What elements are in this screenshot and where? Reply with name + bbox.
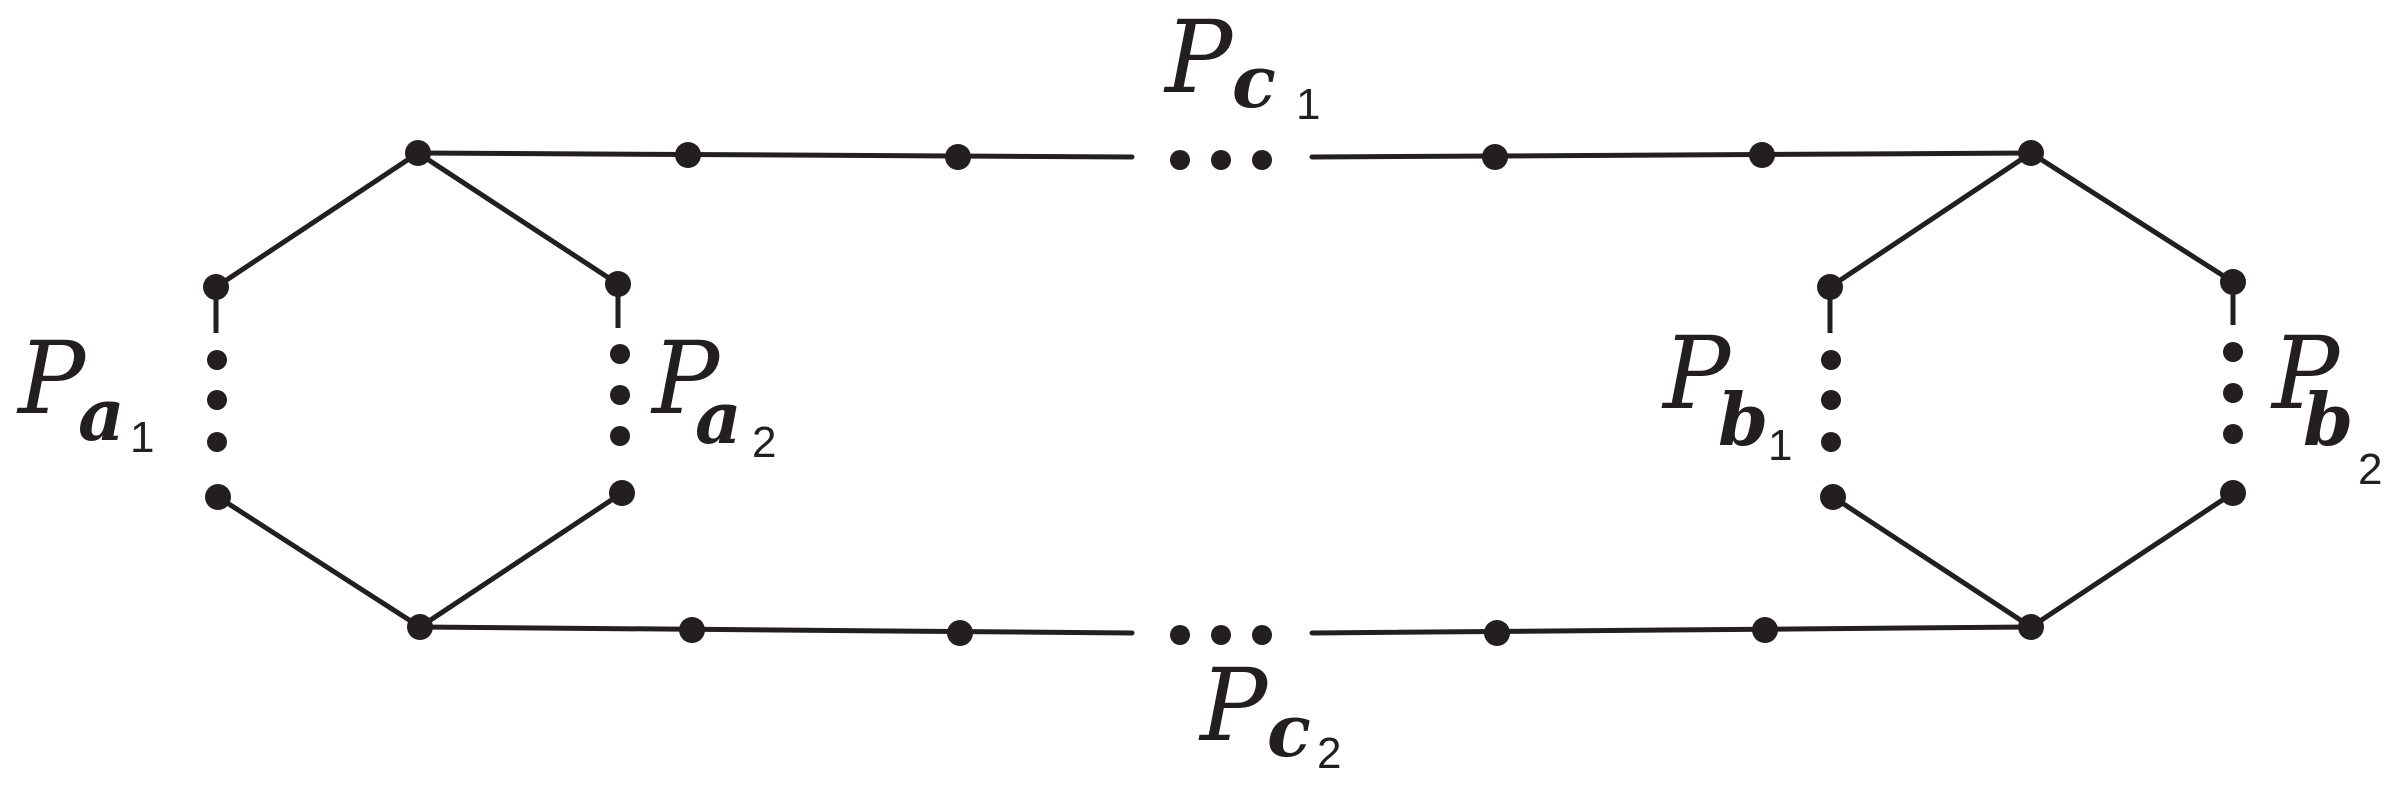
vertex-pb2-top: [2220, 269, 2246, 295]
vertex-top-right-hub: [2018, 140, 2044, 166]
vertex-top-3: [1482, 144, 1508, 170]
ellipsis-dot: [1252, 150, 1272, 170]
ellipsis-dot: [610, 344, 630, 364]
vertex-pa1-bottom: [205, 484, 231, 510]
ellipsis-pb1: [1821, 350, 1841, 452]
edge-left-hex-bottom-a2: [417, 490, 625, 630]
edge-top-left: [415, 150, 1135, 160]
vertex-bottom-left-hub: [407, 614, 433, 640]
vertex-pb1-bottom: [1820, 484, 1846, 510]
vertices: [203, 140, 2246, 646]
label-pa2-index: 2: [752, 418, 776, 467]
ellipsis-dot: [2223, 342, 2243, 362]
vertex-top-2: [945, 144, 971, 170]
label-pb2-main: P: [2270, 315, 2341, 432]
label-pb2: P b 2: [2270, 315, 2382, 494]
ellipsis-dot: [1252, 625, 1272, 645]
vertex-bottom-2: [947, 620, 973, 646]
ellipsis-dot: [1170, 150, 1190, 170]
vertex-bottom-3: [1484, 620, 1510, 646]
label-pb2-sub: b: [2303, 377, 2353, 462]
ellipsis-dot: [610, 426, 630, 446]
label-pc1-main: P: [1163, 0, 1234, 116]
vertex-bottom-1: [679, 617, 705, 643]
edge-right-hex-top-b2: [2028, 150, 2236, 285]
label-pc2-sub: c: [1267, 688, 1311, 773]
ellipsis-dot: [1170, 625, 1190, 645]
ellipsis-dot: [207, 350, 227, 370]
vertex-pb2-bottom: [2220, 480, 2246, 506]
label-pb2-index: 2: [2358, 445, 2382, 494]
ellipsis-dot: [207, 390, 227, 410]
labels: P c 1 P c 2 P a 1 P a 2 P b 1 P: [16, 0, 2382, 778]
label-pc2: P c 2: [1198, 647, 1341, 778]
label-pc2-main: P: [1198, 647, 1269, 764]
label-pb1-index: 1: [1768, 421, 1792, 470]
edge-left-hex-bottom-a1: [215, 494, 423, 630]
ellipsis-dot: [610, 385, 630, 405]
ellipsis-pa2: [610, 344, 630, 446]
ellipsis-pb2: [2223, 342, 2243, 444]
vertex-pa2-bottom: [609, 480, 635, 506]
ellipsis-bottom: [1170, 625, 1272, 645]
vertex-top-4: [1749, 142, 1775, 168]
edge-right-hex-bottom-b1: [1830, 494, 2034, 630]
vertex-bottom-4: [1752, 617, 1778, 643]
ellipsis-dot: [1821, 432, 1841, 452]
vertex-top-1: [675, 142, 701, 168]
edge-left-hex-top-a1: [213, 150, 421, 290]
ellipsis-dot: [2223, 424, 2243, 444]
vertex-pb1-top: [1817, 274, 1843, 300]
label-pb1: P b 1: [1661, 315, 1792, 470]
label-pa2-main: P: [650, 320, 721, 437]
ellipsis-dot: [207, 432, 227, 452]
vertex-top-left-hub: [405, 140, 431, 166]
edge-top-right: [1309, 150, 2034, 160]
vertex-pa1-top: [203, 274, 229, 300]
label-pa1: P a 1: [16, 320, 154, 462]
ellipsis-dot: [1821, 350, 1841, 370]
ellipsis-dot: [1821, 390, 1841, 410]
label-pc1-index: 1: [1296, 80, 1320, 129]
edge-bottom-right: [1309, 624, 2034, 636]
edge-left-hex-top-a2: [415, 150, 621, 287]
label-pa1-index: 1: [130, 413, 154, 462]
label-pc2-index: 2: [1317, 729, 1341, 778]
edge-right-hex-bottom-b2: [2028, 490, 2236, 630]
vertex-pa2-top: [605, 271, 631, 297]
ellipsis-dots: [207, 150, 2243, 645]
label-pa2-sub: a: [695, 375, 742, 460]
edge-right-hex-top-b1: [1827, 150, 2034, 290]
label-pb1-main: P: [1661, 315, 1732, 432]
label-pa2: P a 2: [650, 320, 776, 467]
ellipsis-dot: [2223, 383, 2243, 403]
label-pc1: P c 1: [1163, 0, 1320, 129]
ellipsis-dot: [1211, 150, 1231, 170]
label-pc1-sub: c: [1232, 39, 1276, 124]
ellipsis-pa1: [207, 350, 227, 452]
edges: [213, 150, 2236, 636]
ellipsis-top: [1170, 150, 1272, 170]
vertex-bottom-right-hub: [2018, 614, 2044, 640]
edge-bottom-left: [417, 624, 1135, 636]
ellipsis-dot: [1211, 625, 1231, 645]
label-pa1-main: P: [16, 320, 87, 437]
label-pa1-sub: a: [78, 372, 125, 457]
label-pb1-sub: b: [1718, 377, 1768, 462]
